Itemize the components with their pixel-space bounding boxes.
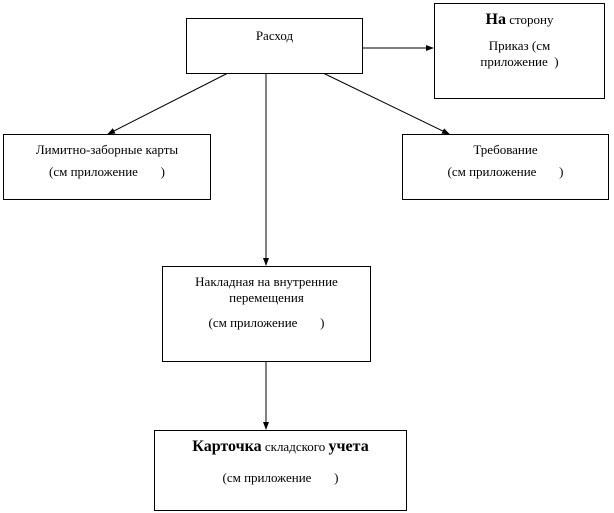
arrow-to-requisition: [322, 72, 450, 135]
stock-card-bold1: Карточка: [192, 438, 262, 455]
arrow-to-limit-cards: [107, 72, 229, 135]
waybill-line2: перемещения: [229, 290, 304, 305]
limit-cards-box: Лимитно-заборные карты (см приложение ): [3, 134, 211, 200]
outside-box: На сторону Приказ (см приложение ): [434, 3, 605, 99]
requisition-note: (см приложение ): [447, 164, 564, 179]
expense-box: Расход: [186, 18, 363, 74]
stock-card-mid: складского: [261, 439, 329, 454]
waybill-note: (см приложение ): [208, 315, 325, 330]
stock-card-note: (см приложение ): [222, 470, 339, 485]
internal-waybill-box: Накладная на внутренние перемещения (см …: [162, 266, 371, 362]
limit-cards-title: Лимитно-заборные карты: [35, 142, 179, 157]
outside-line1: Приказ (см: [488, 38, 551, 53]
expense-title: Расход: [255, 28, 294, 43]
outside-title-bold: На: [485, 11, 506, 28]
stock-card-bold2: учета: [328, 438, 369, 455]
limit-cards-note: (см приложение ): [49, 164, 165, 179]
outside-title-rest: сторону: [505, 12, 554, 27]
outside-line2: приложение ): [480, 54, 559, 69]
requisition-box: Требование (см приложение ): [402, 134, 609, 200]
waybill-line1: Накладная на внутренние: [195, 274, 338, 289]
requisition-title: Требование: [473, 142, 538, 157]
stock-card-box: Карточка складского учета (см приложение…: [154, 430, 407, 511]
